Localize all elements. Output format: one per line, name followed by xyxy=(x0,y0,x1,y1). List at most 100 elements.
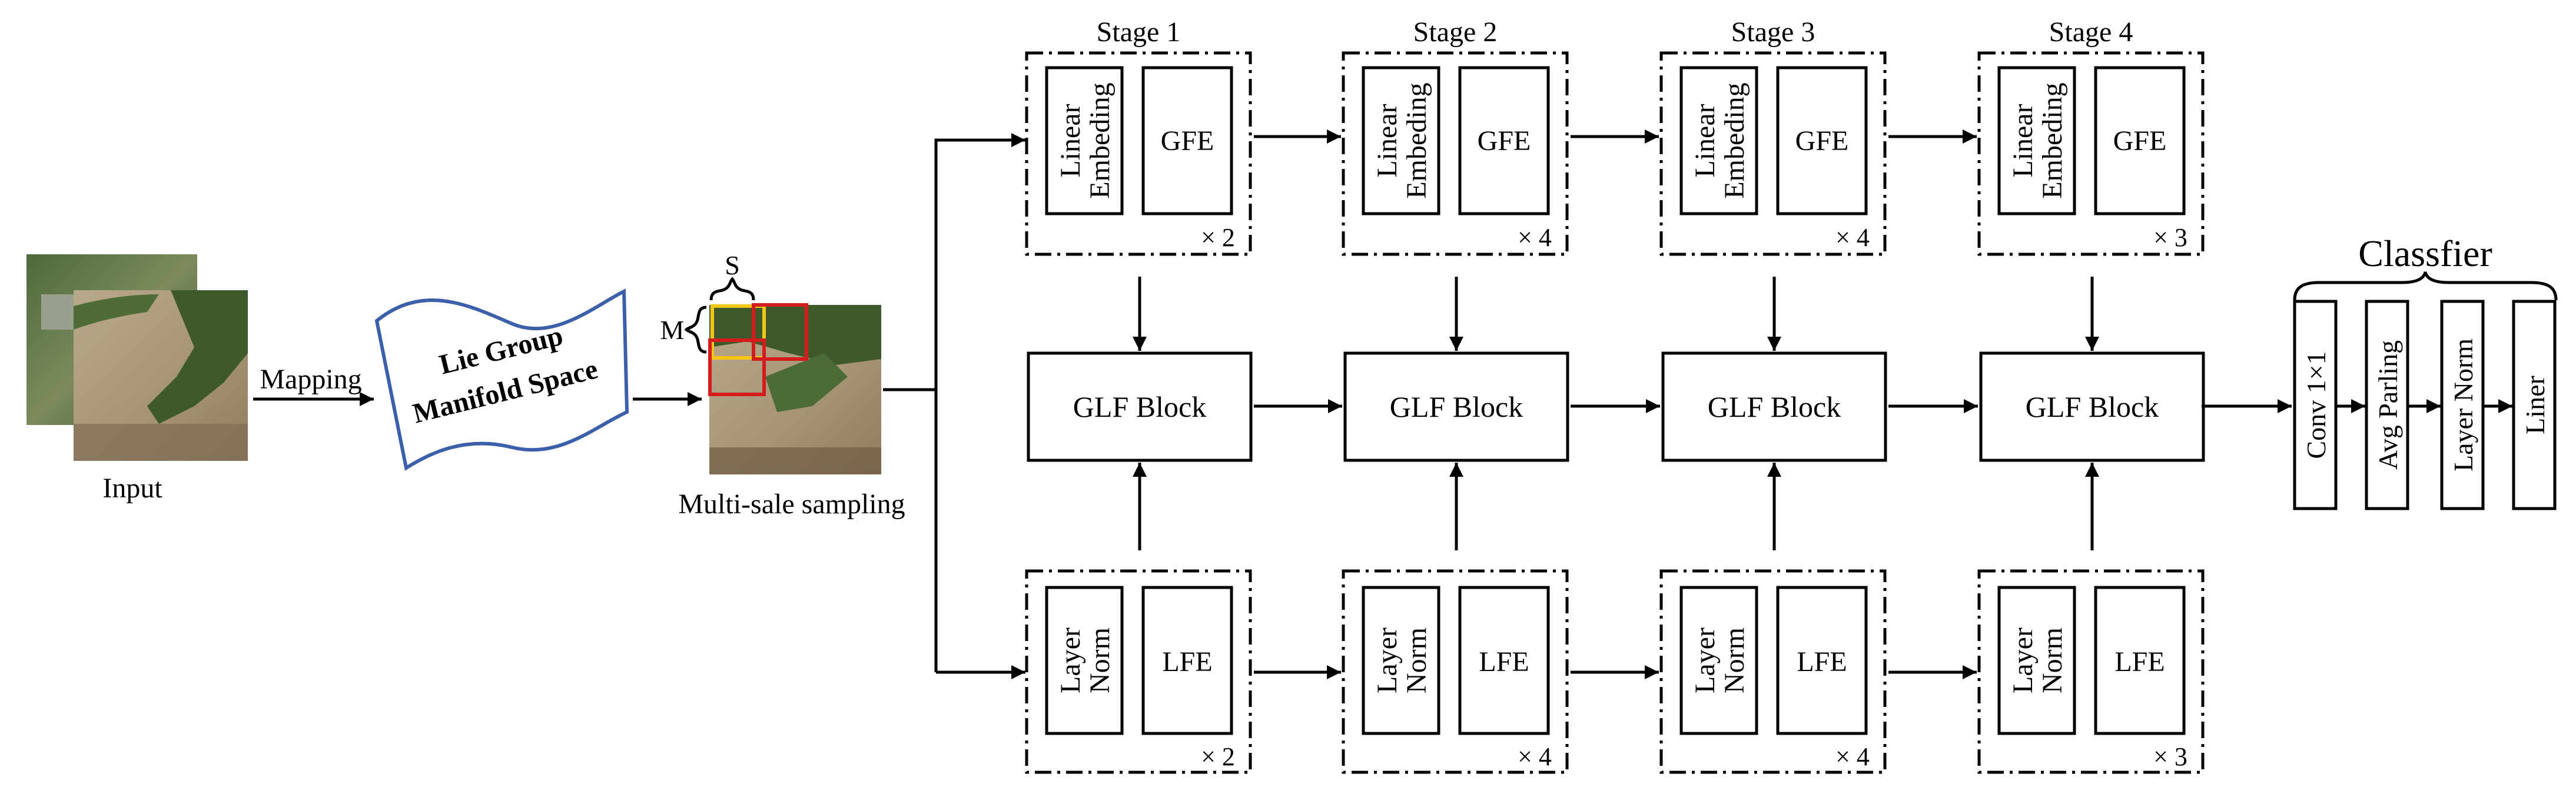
input-tree-area xyxy=(147,290,248,424)
input-tree-strip xyxy=(74,294,159,330)
linear-embedding-label-2: Embeding xyxy=(1401,82,1432,198)
gfe-box xyxy=(1458,66,1550,215)
gfe-repeat: × 4 xyxy=(1835,223,1870,252)
linear-embedding-label-2: Embeding xyxy=(2037,82,2068,198)
lfe-repeat: × 3 xyxy=(2153,742,2187,771)
gfe-box xyxy=(2094,66,2186,215)
layer-norm-label-2: Norm xyxy=(1401,627,1432,693)
linear-embedding-box xyxy=(1362,66,1440,215)
gfe-label: GFE xyxy=(1478,125,1531,157)
manifold-shape xyxy=(374,288,629,471)
layer-norm-box xyxy=(1045,586,1124,735)
layer-norm-box xyxy=(1997,586,2076,735)
lfe-label: LFE xyxy=(1479,646,1529,678)
sampling-label: Multi-sale sampling xyxy=(678,489,905,520)
classifier-block-label: Layer Norm xyxy=(2448,338,2478,471)
m-label: M xyxy=(660,315,685,345)
layer-norm-label-2: Norm xyxy=(2037,627,2068,693)
s-label: S xyxy=(725,250,740,280)
gfe-box xyxy=(1776,66,1868,215)
layer-norm-label-2: Norm xyxy=(1084,627,1116,693)
gfe-repeat: × 3 xyxy=(2153,223,2187,252)
lfe-box xyxy=(2094,586,2186,735)
linear-embedding-label-1: Linear xyxy=(1372,104,1403,177)
linear-embedding-box xyxy=(1679,66,1758,215)
gfe-group-frame xyxy=(1342,51,1569,256)
gfe-box xyxy=(1141,66,1233,215)
linear-embedding-label-1: Linear xyxy=(1689,104,1721,177)
m-brace xyxy=(684,305,707,354)
lfe-box xyxy=(1141,586,1233,735)
input-label: Input xyxy=(102,473,162,504)
gfe-group-frame xyxy=(1977,51,2205,256)
gfe-repeat: × 4 xyxy=(1518,223,1552,252)
layer-norm-label-1: Layer xyxy=(2007,627,2039,693)
gfe-group-frame xyxy=(1659,51,1887,256)
s-brace xyxy=(709,277,755,301)
glf-block-label: GLF Block xyxy=(1708,390,1841,423)
sample-window-yellow xyxy=(711,304,766,360)
sampled-image xyxy=(709,305,881,474)
lfe-group-frame xyxy=(1659,569,1887,774)
glf-block-label: GLF Block xyxy=(1390,390,1523,423)
glf-block xyxy=(1343,351,1569,462)
lfe-repeat: × 4 xyxy=(1835,742,1870,771)
stage-title: Stage 2 xyxy=(1413,16,1498,48)
stage-title: Stage 3 xyxy=(1731,16,1815,48)
stage-title: Stage 1 xyxy=(1097,16,1181,48)
layer-norm-label-1: Layer xyxy=(1689,627,1721,693)
layer-norm-box xyxy=(1362,586,1440,735)
gfe-label: GFE xyxy=(1795,125,1849,157)
glf-block-label: GLF Block xyxy=(1073,390,1206,423)
glf-block xyxy=(1661,351,1887,462)
sampled-image-trees2 xyxy=(765,353,848,412)
layer-norm-label-1: Layer xyxy=(1055,627,1086,693)
classifier-block-label: Conv 1×1 xyxy=(2301,351,2331,459)
classifier-blocks: Conv 1×1 Avg Parling Layer Norm Liner xyxy=(2293,300,2557,510)
lfe-repeat: × 4 xyxy=(1518,742,1552,771)
gfe-repeat: × 2 xyxy=(1201,223,1235,252)
lfe-label: LFE xyxy=(2114,646,2165,678)
glf-block-label: GLF Block xyxy=(2026,390,2159,423)
lfe-box xyxy=(1776,586,1868,735)
classifier-brace xyxy=(2293,271,2558,301)
split-line-up xyxy=(934,133,1025,672)
glf-block xyxy=(1027,351,1253,462)
classifier-block xyxy=(2512,300,2557,510)
input-soil xyxy=(74,424,248,461)
lfe-repeat: × 2 xyxy=(1201,742,1235,771)
classifier-block-label: Liner xyxy=(2520,376,2550,434)
layer-norm-label-1: Layer xyxy=(1372,627,1403,693)
lfe-label: LFE xyxy=(1162,646,1212,678)
linear-embedding-box xyxy=(1045,66,1124,215)
classifier-title: Classfier xyxy=(2358,233,2492,274)
classifier-block xyxy=(2293,300,2338,510)
lfe-group-frame xyxy=(1977,569,2205,774)
gfe-label: GFE xyxy=(1161,125,1214,157)
linear-embedding-label-2: Embeding xyxy=(1719,82,1750,198)
classifier-block xyxy=(2365,300,2409,510)
lfe-group-frame xyxy=(1025,569,1252,774)
classifier-block xyxy=(2440,300,2485,510)
linear-embedding-label-1: Linear xyxy=(2007,104,2039,177)
gfe-group-frame xyxy=(1025,51,1252,256)
linear-embedding-label-1: Linear xyxy=(1055,104,1086,177)
lfe-label: LFE xyxy=(1797,646,1847,678)
gfe-label: GFE xyxy=(2113,125,2167,157)
linear-embedding-box xyxy=(1997,66,2076,215)
input-images xyxy=(26,254,248,461)
layer-norm-label-2: Norm xyxy=(1719,627,1750,693)
classifier-block-label: Avg Parling xyxy=(2373,340,2403,470)
lfe-group-frame xyxy=(1342,569,1569,774)
sample-window-red-1 xyxy=(752,303,808,361)
sampled-image-soil xyxy=(709,447,881,474)
stage-title: Stage 4 xyxy=(2049,16,2133,48)
mapping-label: Mapping xyxy=(260,364,361,395)
linear-embedding-label-2: Embeding xyxy=(1084,82,1116,198)
